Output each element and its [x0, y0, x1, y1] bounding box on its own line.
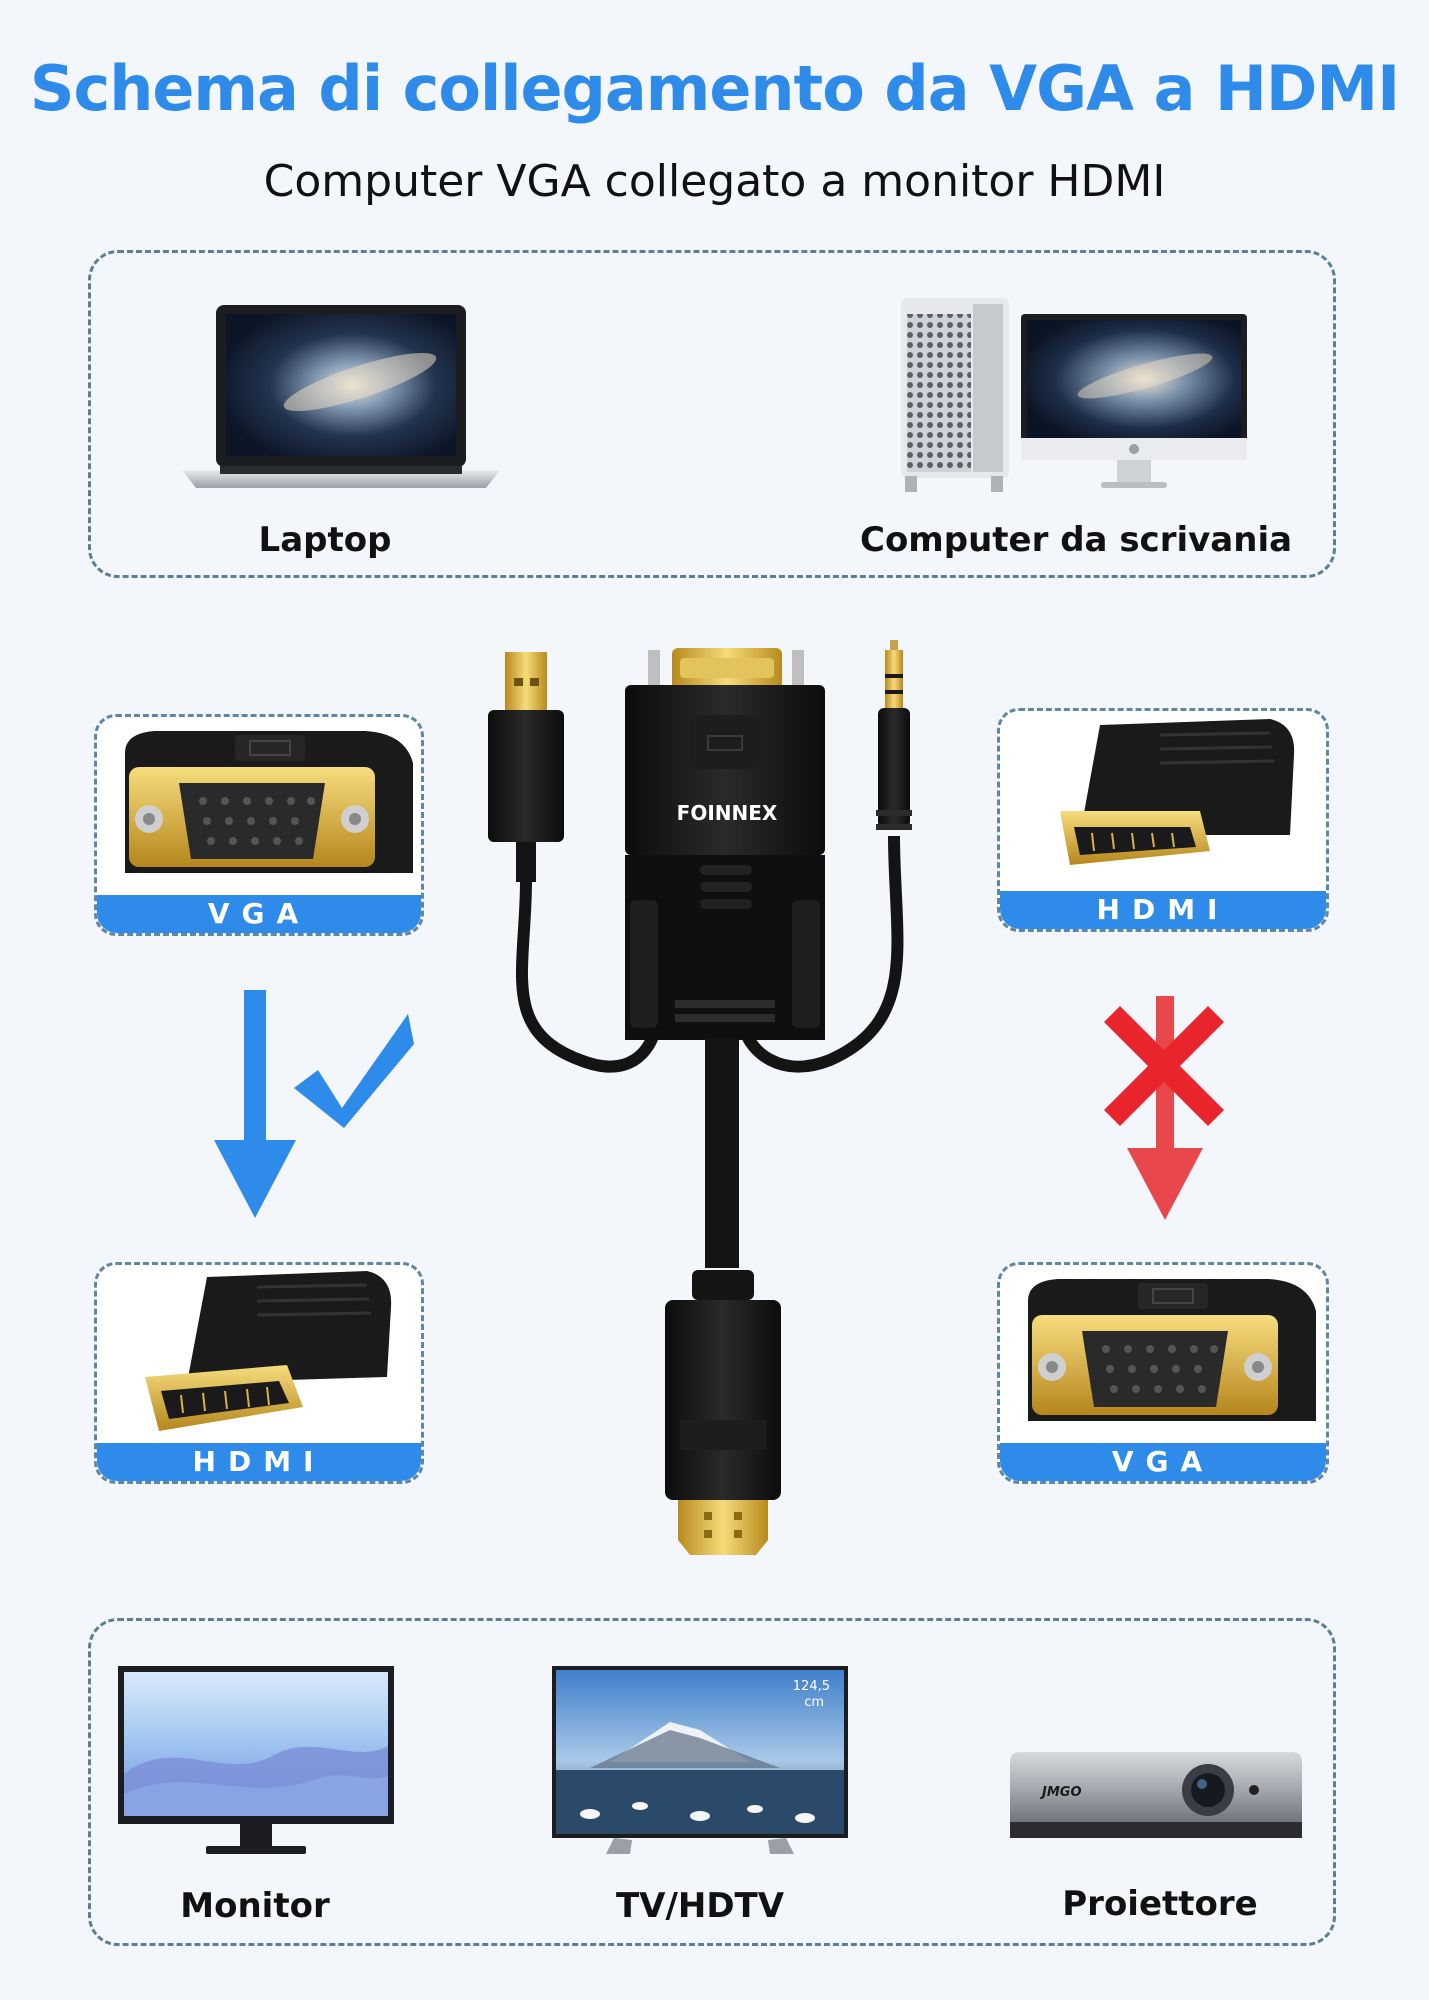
- projector-illustration: JMGO: [1010, 1752, 1302, 1838]
- adapter-brand-text: FOINNEX: [677, 801, 778, 825]
- vga-connector-illustration: [125, 731, 413, 873]
- monitor-label: Monitor: [180, 1886, 330, 1926]
- checkmark-icon: [294, 1014, 414, 1128]
- hdmi-input-label: HDMI: [97, 1443, 421, 1481]
- hdmi-output-card: HDMI: [997, 708, 1329, 932]
- desktop-illustration: [901, 298, 1247, 492]
- vga-to-hdmi-adapter-cable: FOINNEX: [488, 640, 912, 1555]
- down-arrow-icon: [214, 990, 296, 1218]
- cross-icon: [1104, 1006, 1224, 1126]
- projector-brand-text: JMGO: [1039, 1785, 1082, 1800]
- tv-size-text: 124,5: [793, 1679, 830, 1694]
- vga-input-card: VGA: [94, 714, 424, 936]
- hdmi-connector-illustration: [145, 1271, 392, 1431]
- hdmi-output-label: HDMI: [1000, 891, 1326, 929]
- page-subtitle: Computer VGA collegato a monitor HDMI: [263, 156, 1166, 207]
- tv-illustration: 124,5 cm: [552, 1666, 848, 1854]
- vga-output-card: VGA: [997, 1262, 1329, 1484]
- tv-label: TV/HDTV: [615, 1886, 785, 1926]
- source-devices-box: [88, 250, 1336, 578]
- page-title: Schema di collegamento da VGA a HDMI: [29, 52, 1400, 125]
- vga-input-label: VGA: [97, 895, 421, 933]
- output-devices-box: [88, 1618, 1336, 1946]
- tv-size-unit: cm: [804, 1695, 824, 1710]
- monitor-illustration: [118, 1666, 394, 1854]
- laptop-label: Laptop: [258, 520, 392, 560]
- vga-connector-illustration: [1028, 1279, 1316, 1421]
- hdmi-input-card: HDMI: [94, 1262, 424, 1484]
- projector-label: Proiettore: [1062, 1884, 1258, 1924]
- hdmi-connector-illustration: [1060, 719, 1295, 865]
- vga-output-label: VGA: [1000, 1443, 1326, 1481]
- desktop-label: Computer da scrivania: [860, 520, 1293, 560]
- laptop-illustration: [182, 305, 500, 488]
